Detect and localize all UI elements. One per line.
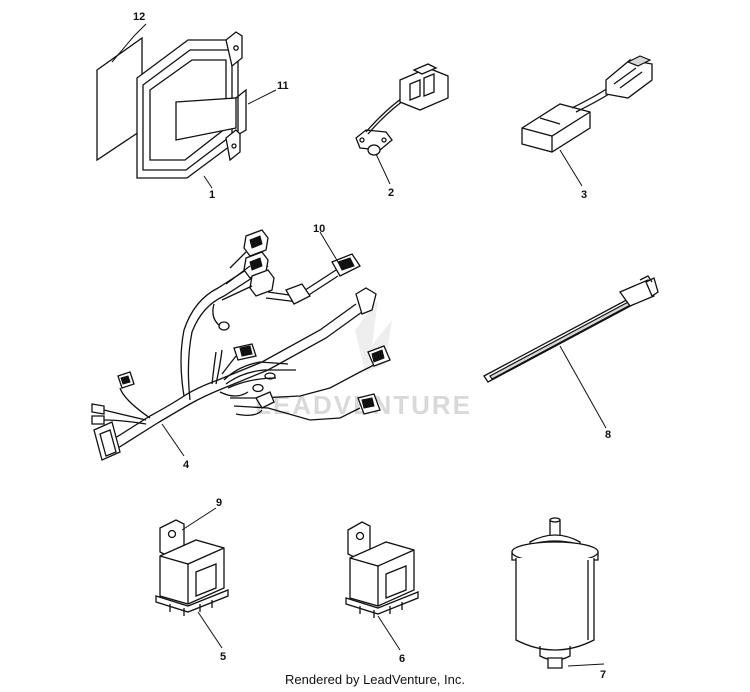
leader-lines (111, 23, 607, 667)
part-6-relay (345, 521, 419, 618)
callout-11: 11 (277, 80, 289, 92)
footer-credit: Rendered by LeadVenture, Inc. (285, 672, 465, 687)
callout-5: 5 (220, 651, 226, 663)
part-7-fuel-filter (511, 517, 599, 669)
callout-12: 12 (133, 11, 145, 23)
callout-7: 7 (600, 669, 606, 681)
callout-9: 9 (216, 497, 222, 509)
part-8-cable-tie (483, 275, 659, 383)
callout-6: 6 (399, 653, 405, 665)
callout-1: 1 (209, 189, 215, 201)
part-3-module (521, 55, 653, 153)
callout-3: 3 (581, 189, 587, 201)
part-2-sensor (355, 63, 449, 156)
callout-4: 4 (183, 459, 190, 471)
callout-2: 2 (388, 187, 394, 199)
part-5-relay (155, 519, 229, 616)
part-4-wiring-harness (91, 229, 391, 461)
part-12-gasket (96, 36, 143, 162)
callout-8: 8 (605, 429, 611, 441)
part-1-control-module (136, 31, 247, 179)
callout-10: 10 (313, 223, 325, 235)
